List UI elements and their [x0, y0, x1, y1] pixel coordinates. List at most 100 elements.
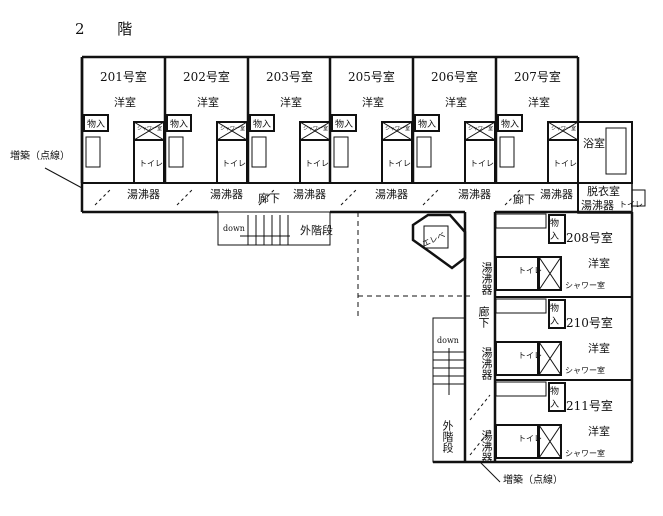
kitchen-sink [85, 136, 101, 168]
common-water-heater-label: 湯沸器 [581, 199, 614, 212]
kitchen-counter [495, 213, 547, 229]
shower-x [547, 121, 579, 141]
toilet-label: トイレ [518, 266, 542, 275]
down-label-side: down [437, 336, 459, 345]
room-type-label: 洋室 [588, 257, 610, 270]
closet-box: 物入 [83, 114, 109, 132]
closet-box: 物入 [548, 299, 566, 329]
room-number: 207号室 [514, 70, 561, 84]
dressing-room-label: 脱衣室 [587, 185, 620, 198]
extension-label-bottom: 増築（点線） [503, 475, 563, 486]
closet-box: 物入 [249, 114, 275, 132]
extension-dashed [469, 394, 491, 421]
room-number: 202号室 [183, 70, 230, 84]
room-type-label: 洋室 [280, 96, 302, 109]
water-heater-label: 湯沸器 [480, 430, 493, 463]
bath-label: 浴室 [583, 137, 605, 150]
shower-x [538, 424, 562, 459]
room-type-label: 洋室 [114, 96, 136, 109]
room-number: 210号室 [566, 316, 613, 330]
kitchen-sink [168, 136, 184, 168]
water-heater-label: 湯沸器 [293, 188, 326, 201]
leader-line [44, 167, 83, 189]
water-heater-label: 湯沸器 [375, 188, 408, 201]
room-type-label: 洋室 [588, 425, 610, 438]
extension-dashed [340, 189, 357, 206]
closet-box: 物入 [497, 114, 523, 132]
room-number: 206号室 [431, 70, 478, 84]
corridor-label-side: 廊下 [477, 306, 490, 328]
shower-label: シャワー室 [551, 126, 577, 132]
shower-label: シャワー室 [565, 449, 605, 458]
extension-dashed [94, 189, 111, 206]
kitchen-counter [495, 381, 547, 397]
room-type-label: 洋室 [528, 96, 550, 109]
shower-x [216, 121, 248, 141]
toilet-room [495, 341, 539, 376]
extension-dashed [469, 429, 491, 456]
room-number: 203号室 [266, 70, 313, 84]
floor-title: 2 階 [75, 20, 147, 38]
toilet-room [547, 139, 579, 184]
kitchen-counter [495, 298, 547, 314]
shower-label: シャワー室 [220, 126, 246, 132]
toilet-room [381, 139, 413, 184]
outer-stairs-label-top: 外階段 [300, 224, 333, 237]
toilet-label: トイレ [553, 159, 577, 168]
leader-line [479, 461, 501, 483]
shower-label: シャワー室 [468, 126, 494, 132]
stairs-side [432, 317, 466, 463]
toilet-label: トイレ [470, 159, 494, 168]
toilet-label: トイレ [305, 159, 329, 168]
toilet-label: トイレ [518, 434, 542, 443]
closet-box: 物入 [166, 114, 192, 132]
shower-label: シャワー室 [565, 366, 605, 375]
shower-x [538, 341, 562, 376]
room-number: 201号室 [100, 70, 147, 84]
elevator-shaft [411, 213, 467, 270]
shower-x [538, 256, 562, 291]
room-number: 208号室 [566, 231, 613, 245]
closet-box: 物入 [548, 382, 566, 412]
kitchen-sink [251, 136, 267, 168]
extension-dashed [176, 189, 193, 206]
kitchen-sink [499, 136, 515, 168]
corridor-label: 廊下 [258, 192, 280, 205]
window-box [631, 189, 646, 207]
closet-box: 物入 [331, 114, 357, 132]
shower-x [299, 121, 331, 141]
kitchen-sink [333, 136, 349, 168]
shower-label: シャワー室 [385, 126, 411, 132]
kitchen-sink [416, 136, 432, 168]
room-type-label: 洋室 [362, 96, 384, 109]
toilet-room [299, 139, 331, 184]
extension-dashed [422, 189, 439, 206]
water-heater-label: 湯沸器 [480, 347, 493, 380]
common-toilet-label: トイレ [619, 200, 643, 209]
water-heater-label: 湯沸器 [210, 188, 243, 201]
toilet-label: トイレ [222, 159, 246, 168]
stairs-top [217, 211, 331, 246]
extension-label-left: 増築（点線） [10, 151, 70, 162]
room-number: 205号室 [348, 70, 395, 84]
closet-box: 物入 [548, 214, 566, 244]
water-heater-label: 湯沸器 [480, 262, 493, 295]
room-number: 211号室 [566, 399, 613, 413]
shower-label: シャワー室 [565, 281, 605, 290]
shower-label: シャワー室 [137, 126, 163, 132]
water-heater-label: 湯沸器 [127, 188, 160, 201]
shower-label: シャワー室 [303, 126, 329, 132]
toilet-label: トイレ [139, 159, 163, 168]
toilet-label: トイレ [518, 351, 542, 360]
room-type-label: 洋室 [197, 96, 219, 109]
corridor-label-2: 廊下 [513, 193, 535, 206]
shower-x [381, 121, 413, 141]
toilet-label: トイレ [387, 159, 411, 168]
down-label-top: down [223, 224, 245, 233]
shower-x [133, 121, 165, 141]
bathtub [605, 127, 627, 175]
closet-box: 物入 [414, 114, 440, 132]
room-type-label: 洋室 [445, 96, 467, 109]
